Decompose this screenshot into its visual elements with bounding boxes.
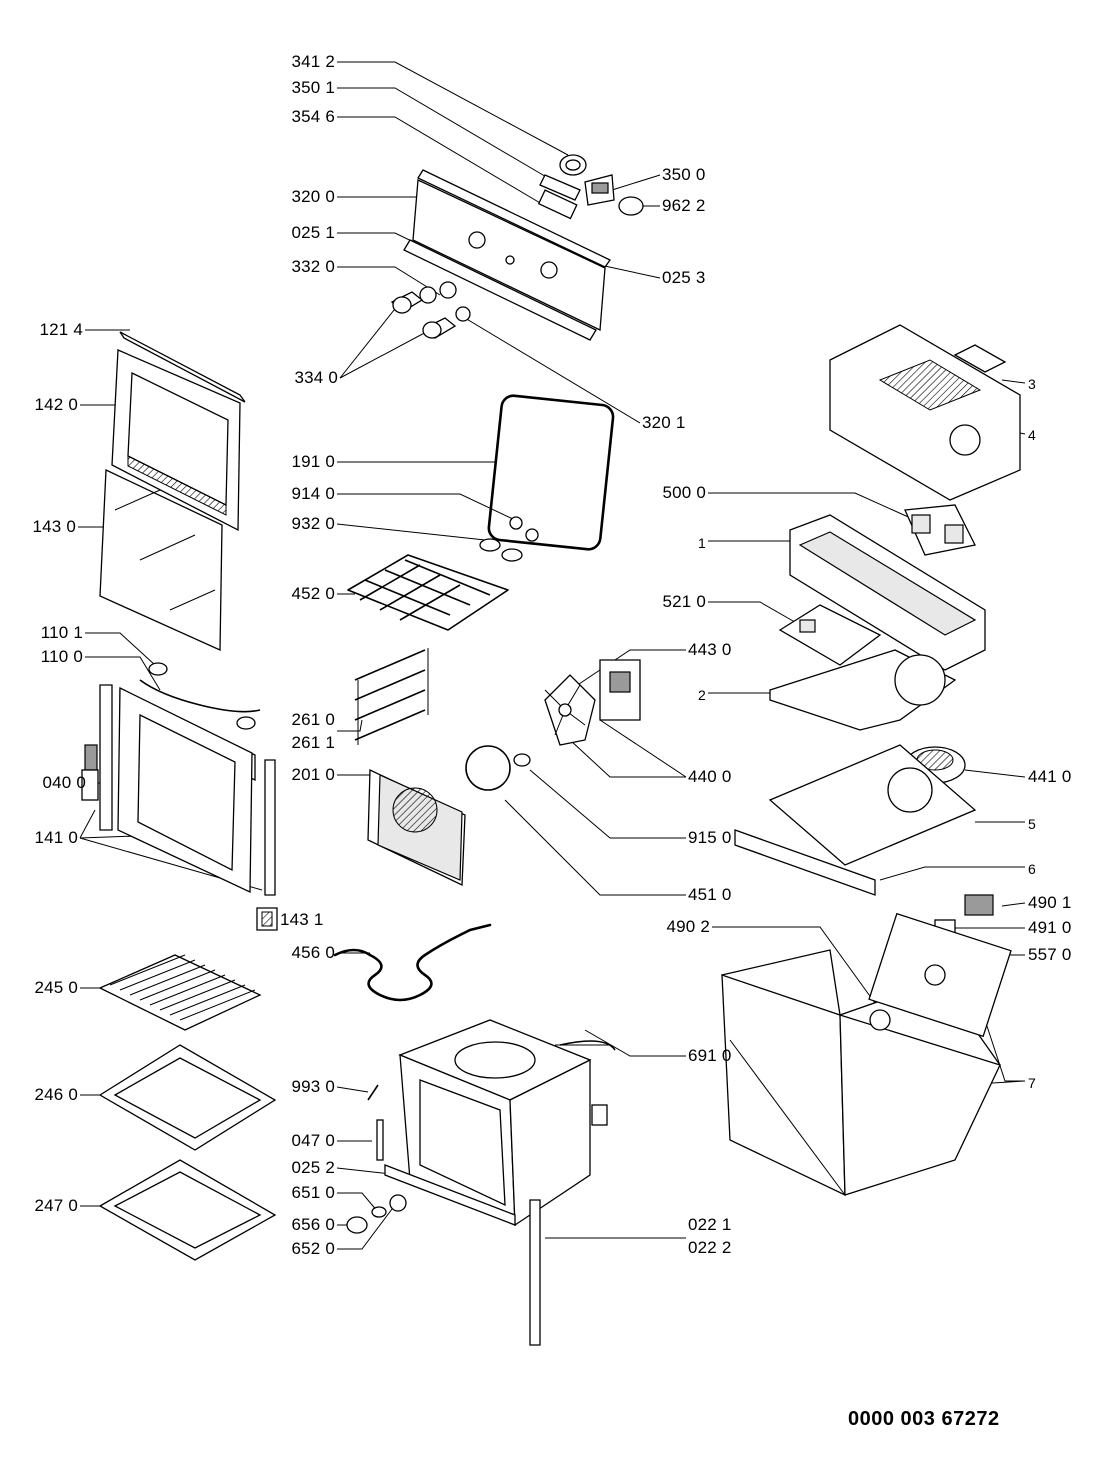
- callout-440-0: 440 0: [688, 767, 732, 786]
- callout-025-1: 025 1: [291, 223, 335, 242]
- callout-652-0: 652 0: [291, 1239, 335, 1258]
- callout-350-1: 350 1: [291, 78, 335, 97]
- callout-5: 5: [1028, 816, 1036, 832]
- callout-201-0: 201 0: [291, 765, 335, 784]
- callout-022-2: 022 2: [688, 1238, 732, 1257]
- callout-320-1: 320 1: [642, 413, 686, 432]
- right-assemblies-group: [734, 324, 1021, 964]
- callout-932-0: 932 0: [291, 514, 335, 533]
- callout-443-0: 443 0: [688, 640, 732, 659]
- callout-261-1: 261 1: [291, 733, 335, 752]
- callout-456-0: 456 0: [291, 943, 335, 962]
- callout-500-0: 500 0: [662, 483, 706, 502]
- callout-341-2: 341 2: [291, 52, 335, 71]
- callout-245-0: 245 0: [34, 978, 78, 997]
- callout-110-0: 110 0: [40, 647, 83, 666]
- callout-022-1: 022 1: [688, 1215, 732, 1234]
- cavity-group: [398, 1019, 616, 1227]
- grill-element: [333, 923, 492, 1002]
- callout-557-0: 557 0: [1028, 945, 1072, 964]
- callout-1: 1: [698, 535, 706, 551]
- callout-141-0: 141 0: [34, 828, 78, 847]
- callout-7: 7: [1028, 1075, 1036, 1091]
- callout-656-0: 656 0: [291, 1215, 335, 1234]
- callout-025-3: 025 3: [662, 268, 706, 287]
- callout-451-0: 451 0: [688, 885, 732, 904]
- callout-142-0: 142 0: [34, 395, 78, 414]
- callout-491-0: 491 0: [1028, 918, 1072, 937]
- callout-247-0: 247 0: [34, 1196, 78, 1215]
- callout-320-0: 320 0: [291, 187, 335, 206]
- callout-143-1: 143 1: [280, 910, 324, 929]
- callout-452-0: 452 0: [291, 584, 335, 603]
- callout-332-0: 332 0: [291, 257, 335, 276]
- callout-350-0: 350 0: [662, 165, 706, 184]
- callout-261-0: 261 0: [291, 710, 335, 729]
- callout-915-0: 915 0: [688, 828, 732, 847]
- back-panel-group: [367, 659, 641, 887]
- oven-body-group: [721, 912, 1012, 1197]
- callout-490-2: 490 2: [666, 917, 710, 936]
- callout-3: 3: [1028, 376, 1036, 392]
- callout-962-2: 962 2: [662, 196, 706, 215]
- callout-246-0: 246 0: [34, 1085, 78, 1104]
- callout-914-0: 914 0: [291, 484, 335, 503]
- cavity-parts-group: [347, 394, 615, 745]
- callout-441-0: 441 0: [1028, 767, 1072, 786]
- callout-4: 4: [1028, 427, 1036, 443]
- callout-490-1: 490 1: [1028, 893, 1072, 912]
- callout-143-0: 143 0: [32, 517, 76, 536]
- callout-6: 6: [1028, 861, 1036, 877]
- control-panel-group: [390, 154, 644, 341]
- callout-354-6: 354 6: [291, 107, 335, 126]
- callout-191-0: 191 0: [291, 452, 335, 471]
- callout-993-0: 993 0: [291, 1077, 335, 1096]
- callout-110-1: 110 1: [40, 623, 83, 642]
- small-parts-group: [346, 1084, 541, 1346]
- callout-121-4: 121 4: [39, 320, 83, 339]
- callout-691-0: 691 0: [688, 1046, 732, 1065]
- document-number: 0000 003 67272: [848, 1408, 1000, 1430]
- accessories-group: [98, 954, 277, 1261]
- callout-521-0: 521 0: [662, 592, 706, 611]
- callout-025-2: 025 2: [291, 1158, 335, 1177]
- callout-334-0: 334 0: [294, 368, 338, 387]
- callout-651-0: 651 0: [291, 1183, 335, 1202]
- callout-047-0: 047 0: [291, 1131, 335, 1150]
- callout-040-0: 040 0: [42, 773, 86, 792]
- door-group: [81, 331, 278, 931]
- callout-2: 2: [698, 687, 706, 703]
